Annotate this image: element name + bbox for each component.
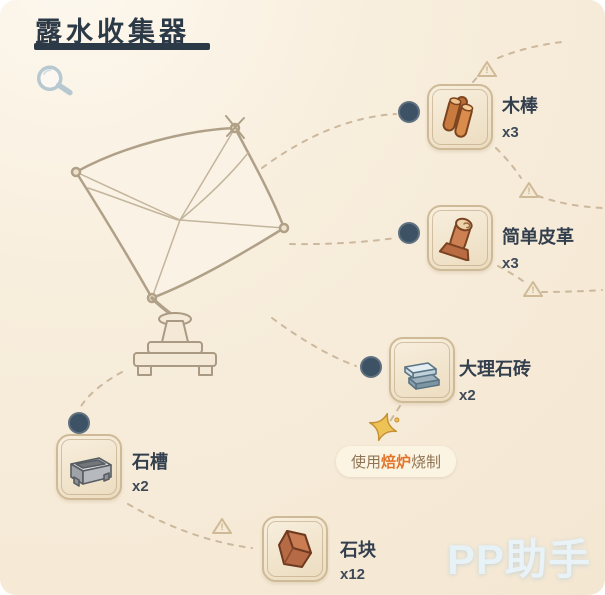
leather-icon — [438, 217, 473, 261]
material-slot-stone-block[interactable] — [262, 516, 328, 582]
hint-suffix: 烧制 — [411, 454, 442, 471]
material-qty: x3 — [502, 124, 519, 141]
material-item-stone-block: 石块 x12 — [262, 516, 376, 583]
material-qty: x12 — [340, 566, 366, 583]
dew-collector-illustration — [70, 115, 290, 376]
sparkle-star-icon — [368, 412, 400, 442]
material-item-wood-stick: 木棒 x3 — [398, 84, 538, 150]
alert-glyph: ! — [527, 186, 531, 196]
material-name: 石槽 — [132, 452, 168, 472]
hint-prefix: 使用 — [351, 454, 382, 471]
node-dot — [360, 356, 382, 378]
material-item-stone-trough: 石槽 x2 — [56, 412, 168, 500]
alert-glyph: ! — [485, 65, 489, 75]
hint-highlight: 焙炉 — [381, 454, 412, 471]
material-item-marble-brick: 大理石砖 x2 — [360, 337, 531, 404]
alert-glyph: ! — [220, 522, 224, 532]
watermark: PP助手 — [446, 536, 591, 583]
node-dot — [398, 222, 420, 244]
stone-trough-icon — [70, 457, 112, 487]
material-qty: x2 — [132, 478, 149, 495]
magnifier-glyph — [36, 65, 73, 96]
alert-triangle-icon: ! — [519, 181, 539, 199]
material-name: 简单皮革 — [502, 227, 574, 247]
material-slot-marble-brick[interactable] — [389, 337, 455, 403]
material-item-simple-leather: 简单皮革 x3 — [398, 205, 574, 272]
material-slot-simple-leather[interactable] — [427, 205, 493, 271]
page-title: 露水收集器 — [35, 17, 190, 47]
material-name: 木棒 — [502, 96, 538, 116]
material-slot-stone-trough[interactable] — [56, 434, 122, 500]
material-qty: x2 — [459, 387, 476, 404]
kiln-hint: 使用焙炉烧制 — [336, 446, 457, 477]
magnifier-icon[interactable] — [32, 60, 76, 102]
marble-brick-icon — [404, 362, 440, 390]
stone-block-icon — [278, 530, 312, 568]
material-name: 大理石砖 — [459, 359, 531, 379]
alert-triangle-icon: ! — [477, 60, 497, 78]
material-qty: x3 — [502, 255, 519, 272]
node-dot — [68, 412, 90, 434]
alert-triangle-icon: ! — [523, 280, 543, 298]
alert-triangle-icon: ! — [212, 517, 232, 535]
title-underline — [34, 43, 210, 50]
wood-stick-icon — [442, 95, 474, 138]
alert-glyph: ! — [531, 285, 535, 295]
material-slot-wood-stick[interactable] — [427, 84, 493, 150]
node-dot — [398, 101, 420, 123]
material-name: 石块 — [340, 540, 376, 560]
